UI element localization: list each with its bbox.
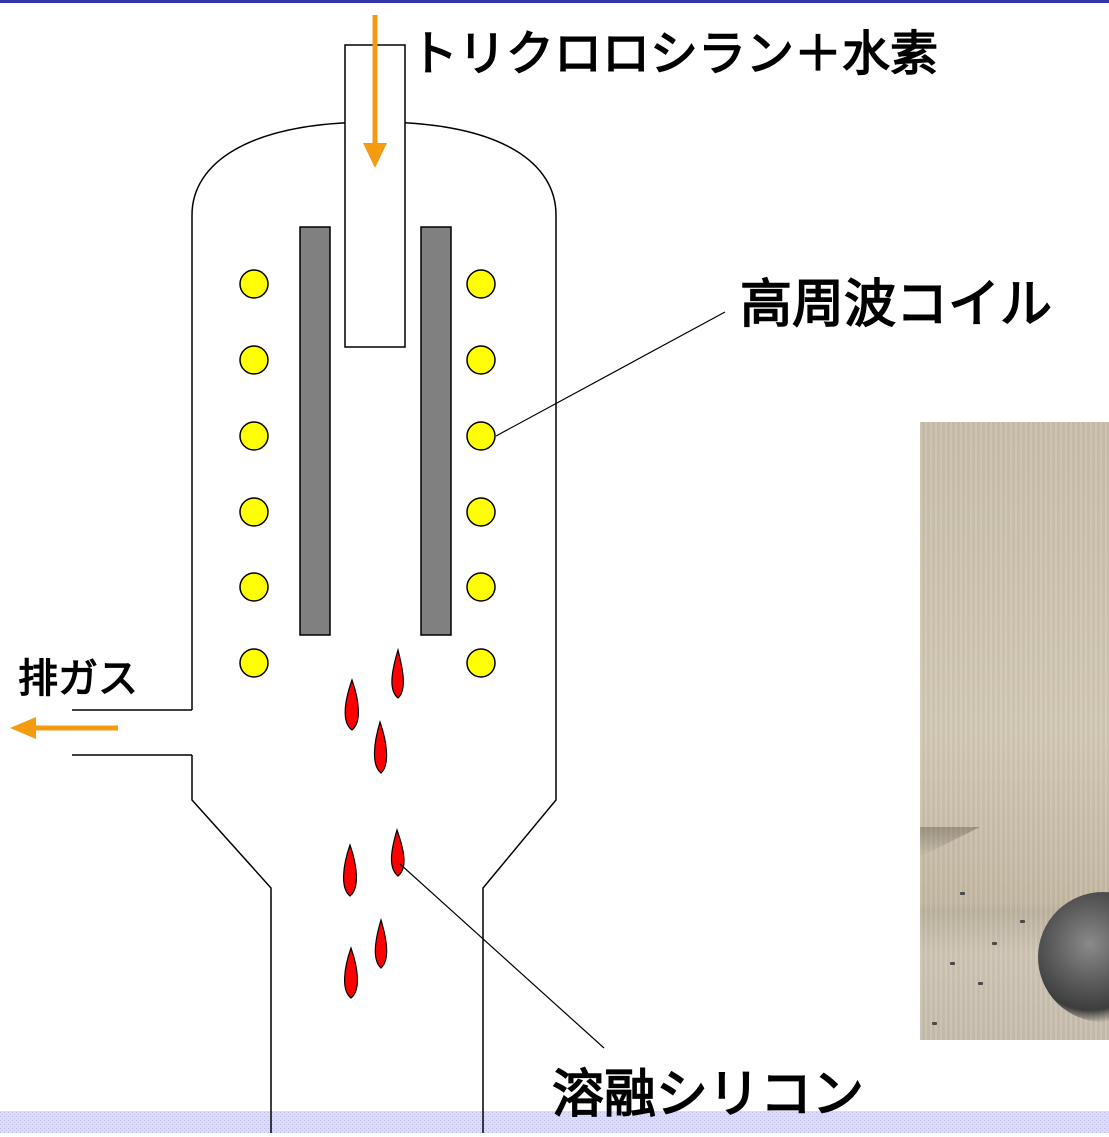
- droplet: [344, 946, 358, 999]
- coil-turn: [239, 345, 269, 375]
- coil-turn: [466, 269, 496, 299]
- coil-turn: [466, 345, 496, 375]
- top-stripe: [0, 0, 1109, 3]
- heater-right: [420, 226, 452, 636]
- feed-gas-label: トリクロロシラン＋水素: [410, 26, 939, 82]
- coil-turn: [239, 497, 269, 527]
- granule-speck: [978, 982, 983, 985]
- granule-speck: [950, 962, 955, 965]
- arrow-left-icon: [10, 717, 118, 739]
- coil-turn: [466, 497, 496, 527]
- coil-turn: [466, 572, 496, 602]
- rf-coil-label: 高周波コイル: [740, 275, 1053, 335]
- coil-turn: [239, 421, 269, 451]
- arrow-down-icon: [363, 15, 387, 168]
- silicon-droplets: [343, 647, 405, 999]
- coil-turn: [466, 648, 496, 678]
- droplet: [373, 720, 388, 774]
- silicon-granules-photo: [920, 422, 1109, 1040]
- granule-speck: [992, 942, 997, 945]
- coil-turn: [239, 269, 269, 299]
- exhaust-gas-label: 排ガス: [18, 656, 138, 702]
- coil-turn: [239, 572, 269, 602]
- coil-leader-line: [495, 311, 726, 437]
- granule-speck: [932, 1022, 937, 1025]
- droplet: [390, 828, 405, 877]
- coil-left: [239, 269, 269, 678]
- granule-pile: [1038, 892, 1109, 1022]
- granule-speck: [960, 892, 965, 895]
- bottom-band: [0, 1111, 1109, 1133]
- droplet: [343, 843, 357, 897]
- coil-turn: [466, 421, 496, 451]
- silicon-leader-line: [399, 863, 605, 1049]
- droplet: [391, 647, 404, 699]
- coil-turn: [239, 648, 269, 678]
- granule-speck: [1020, 920, 1025, 923]
- coil-right: [466, 269, 496, 678]
- droplet: [374, 917, 388, 969]
- heater-left: [299, 226, 331, 636]
- molten-silicon-label: 溶融シリコン: [552, 1065, 865, 1125]
- droplet: [344, 678, 359, 731]
- photo-shadow: [920, 827, 980, 857]
